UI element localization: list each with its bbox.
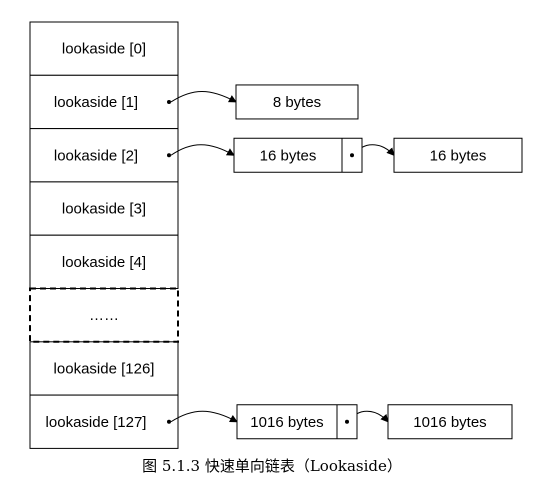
lookaside-label-4: lookaside [4]: [62, 254, 146, 271]
lookaside-label-6: lookaside [126]: [54, 360, 155, 377]
chain-node-label-7-0: 1016 bytes: [250, 414, 323, 431]
chain-node-7-1: [387, 404, 513, 440]
next-pointer-dot-7-0: [345, 419, 349, 424]
chain-node-2-0: [233, 137, 363, 173]
table-cell-4: [29, 234, 179, 289]
chain-node-1-0: [235, 84, 359, 120]
link-arrow-1-0: [170, 91, 237, 103]
lookaside-table: lookaside [0] lookaside [1] lookaside [2] l…: [29, 21, 179, 449]
table-cell-2: [29, 128, 179, 183]
table-cell-7: [29, 394, 179, 449]
figure-caption: 图 5.1.3 快速单向链表（Lookaside）: [142, 457, 402, 475]
pointer-dot-1: [167, 99, 171, 104]
lookaside-label-0: lookaside [0]: [62, 41, 146, 58]
table-cell-3: [29, 181, 179, 236]
lookaside-label-3: lookaside [3]: [62, 201, 146, 218]
lookaside-label-1: lookaside [1]: [54, 94, 138, 111]
next-pointer-dot-2-0: [350, 153, 354, 158]
lookaside-label-2: lookaside [2]: [54, 147, 138, 164]
chain-node-label-1-0: 8 bytes: [273, 94, 321, 111]
table-cell-ellipsis: [29, 287, 179, 343]
link-arrow-7-0: [170, 410, 238, 423]
chain-node-2-1: [393, 137, 523, 173]
table-cell-6: [29, 341, 179, 396]
pointer-dot-7: [167, 419, 171, 424]
chain-node-label-2-1: 16 bytes: [430, 147, 487, 164]
chain-nodes: 8 bytes 16 bytes 16 bytes 1016 bytes 1016 by…: [233, 84, 523, 440]
link-arrow-2-0: [170, 144, 235, 156]
ellipsis-label: ……: [89, 307, 119, 324]
pointer-dot-2: [167, 153, 171, 158]
table-cell-1: [29, 74, 179, 130]
table-cell-0: [29, 21, 179, 76]
chain-node-label-7-1: 1016 bytes: [413, 414, 486, 431]
chain-node-label-2-0: 16 bytes: [260, 147, 317, 164]
lookaside-label-7: lookaside [127]: [46, 414, 147, 431]
